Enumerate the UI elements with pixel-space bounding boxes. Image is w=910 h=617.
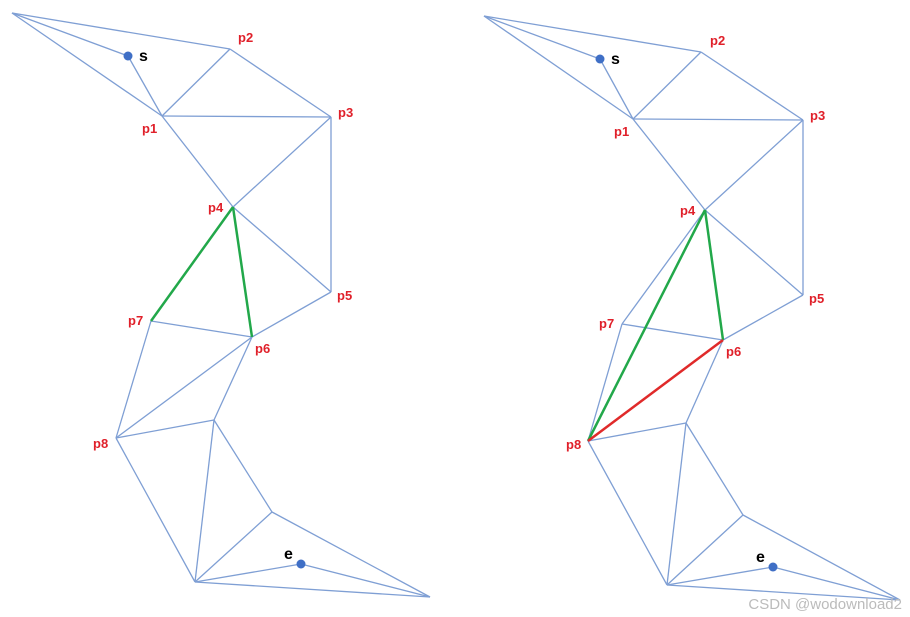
right-panel: s e p1 p2 p3 p4 p5 p6 p7 p8 bbox=[483, 15, 901, 601]
mesh-edge bbox=[194, 563, 302, 583]
start-point bbox=[123, 51, 133, 61]
mesh-edge bbox=[115, 320, 152, 439]
mesh-edge bbox=[150, 320, 253, 338]
mesh-edge bbox=[587, 422, 687, 442]
mesh-edge bbox=[213, 419, 273, 513]
mesh-edge bbox=[483, 15, 601, 60]
label-p2: p2 bbox=[710, 33, 725, 48]
watermark: CSDN @wodownload2 bbox=[748, 596, 902, 613]
funnel-edge-p4-p7 bbox=[149, 206, 235, 322]
mesh-edge bbox=[666, 422, 687, 586]
mesh-edge bbox=[483, 15, 702, 53]
mesh-edge bbox=[251, 291, 332, 338]
label-p8: p8 bbox=[566, 437, 581, 452]
left-panel: s e p1 p2 p3 p4 p5 p6 p7 p8 bbox=[11, 12, 431, 598]
label-s: s bbox=[139, 48, 148, 65]
mesh-edge bbox=[194, 581, 431, 598]
mesh-edge bbox=[632, 118, 804, 121]
mesh-edge bbox=[115, 419, 215, 439]
label-p4: p4 bbox=[680, 203, 696, 218]
left-mesh-edges bbox=[11, 12, 431, 598]
label-p2: p2 bbox=[238, 30, 253, 45]
start-point bbox=[595, 54, 605, 64]
mesh-edge bbox=[700, 51, 804, 121]
label-p3: p3 bbox=[810, 108, 825, 123]
mesh-edge bbox=[213, 336, 253, 421]
label-p6: p6 bbox=[255, 341, 270, 356]
mesh-edge bbox=[599, 58, 634, 120]
label-p5: p5 bbox=[337, 288, 352, 303]
label-e: e bbox=[756, 549, 765, 566]
mesh-edge bbox=[742, 514, 901, 601]
mesh-edge bbox=[621, 323, 724, 341]
mesh-edge bbox=[587, 440, 668, 586]
label-p8: p8 bbox=[93, 436, 108, 451]
mesh-edge bbox=[587, 323, 623, 442]
mesh-edge bbox=[685, 422, 744, 516]
mesh-edge bbox=[11, 12, 163, 117]
right-mesh-edges bbox=[483, 15, 901, 601]
portal-edge-p8-p6 bbox=[587, 338, 724, 443]
mesh-edge bbox=[632, 51, 702, 120]
label-p3: p3 bbox=[338, 105, 353, 120]
mesh-edge bbox=[722, 294, 804, 341]
mesh-edge bbox=[161, 48, 231, 117]
mesh-edge bbox=[194, 419, 215, 583]
funnel-edge-p4-p8 bbox=[586, 209, 707, 442]
label-p6: p6 bbox=[726, 344, 741, 359]
mesh-edge bbox=[772, 566, 901, 601]
mesh-edge bbox=[704, 119, 804, 211]
mesh-edge bbox=[161, 115, 332, 118]
mesh-edge bbox=[632, 118, 706, 211]
mesh-edge bbox=[666, 584, 901, 601]
label-p5: p5 bbox=[809, 291, 824, 306]
end-point bbox=[768, 562, 778, 572]
label-p7: p7 bbox=[128, 313, 143, 328]
funnel-edge-p4-p6 bbox=[703, 209, 725, 341]
label-e: e bbox=[284, 546, 293, 563]
mesh-edge bbox=[621, 209, 706, 325]
mesh-edge bbox=[127, 55, 163, 117]
mesh-edge bbox=[666, 514, 744, 586]
mesh-edge bbox=[194, 511, 273, 583]
mesh-edge bbox=[685, 339, 724, 424]
label-p7: p7 bbox=[599, 316, 614, 331]
mesh-edge bbox=[704, 209, 804, 296]
mesh-edge bbox=[115, 336, 253, 439]
mesh-edge bbox=[666, 566, 774, 586]
mesh-edge bbox=[115, 437, 196, 583]
mesh-edge bbox=[232, 116, 332, 208]
label-p1: p1 bbox=[614, 124, 629, 139]
funnel-edge-p4-p6 bbox=[231, 206, 254, 338]
mesh-edge bbox=[232, 206, 332, 293]
label-p1: p1 bbox=[142, 121, 157, 136]
label-s: s bbox=[611, 51, 620, 68]
label-p4: p4 bbox=[208, 200, 224, 215]
mesh-edge bbox=[229, 48, 332, 118]
mesh-edge bbox=[11, 12, 231, 50]
end-point bbox=[296, 559, 306, 569]
mesh-edge bbox=[300, 563, 431, 598]
mesh-edge bbox=[483, 15, 634, 120]
mesh-edge bbox=[11, 12, 129, 57]
mesh-edge bbox=[161, 115, 234, 208]
mesh-edge bbox=[271, 511, 431, 598]
